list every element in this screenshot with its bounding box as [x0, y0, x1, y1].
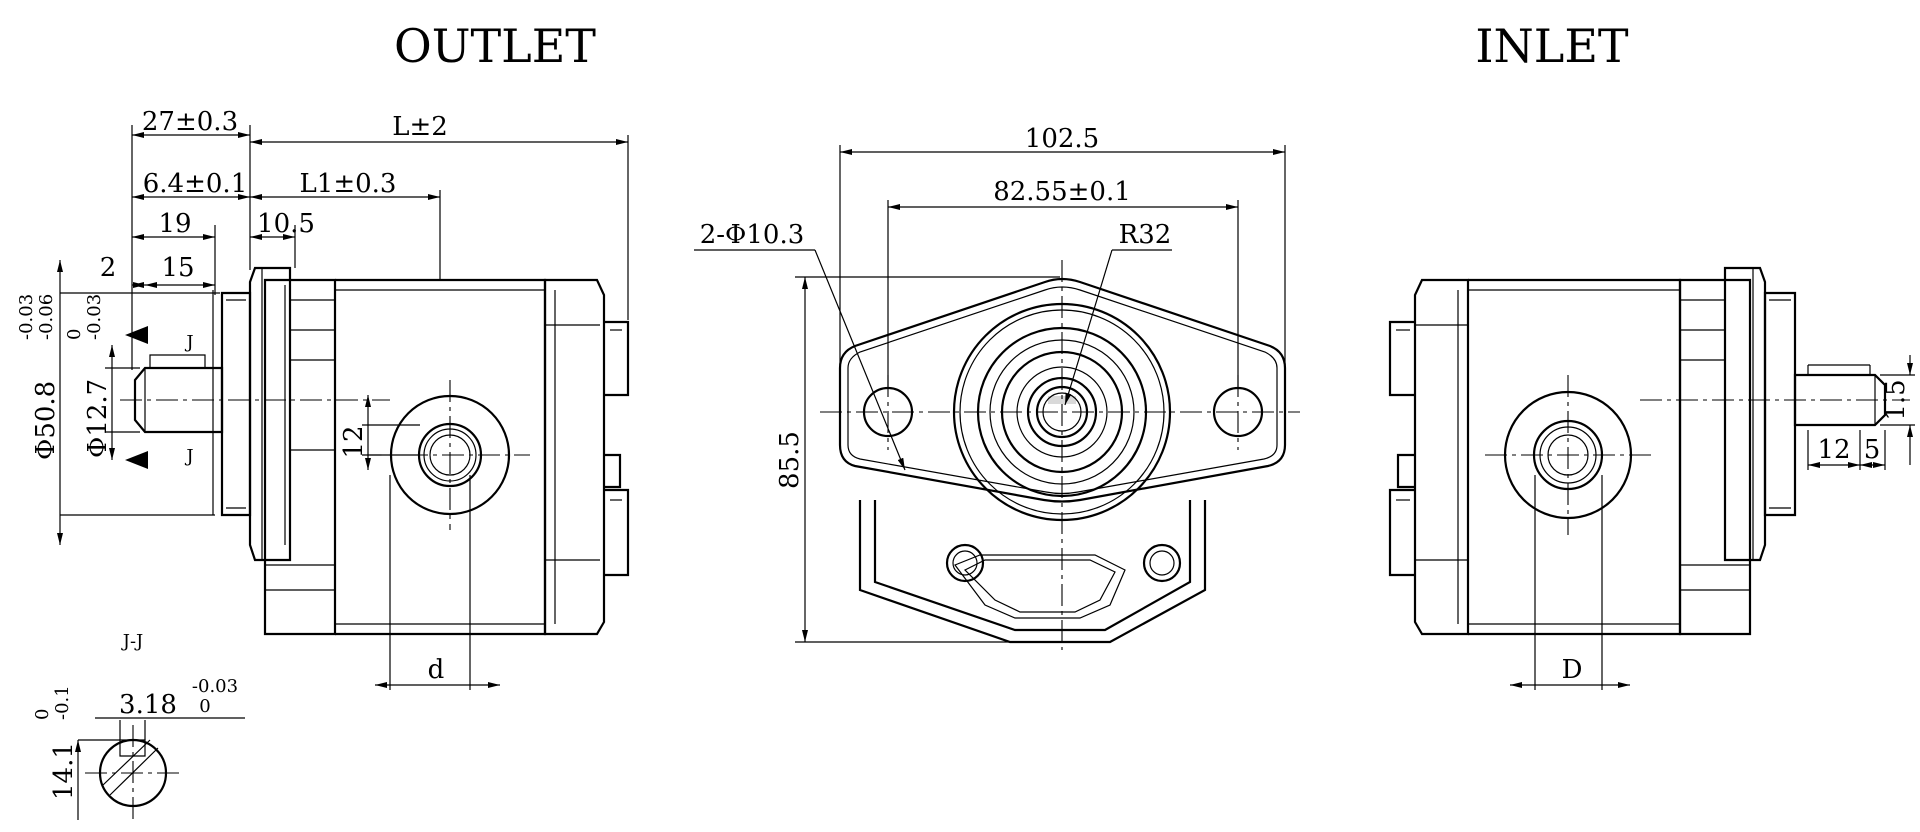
- outlet-dimensions: 27±0.3 L±2 6.4±0.1 L1±0.3 19 10.5 2 15 Φ…: [16, 107, 629, 690]
- dim-l1: L1±0.3: [300, 169, 397, 199]
- inlet-dimensions: 1.5 12 5 D: [1510, 355, 1915, 690]
- front-view: [820, 260, 1300, 650]
- dim-27: 27±0.3: [142, 107, 238, 137]
- dim-10-5: 10.5: [257, 209, 315, 239]
- dim-2: 2: [100, 253, 117, 283]
- inlet-view: [1388, 266, 1910, 636]
- height-tol-upper: 0: [32, 709, 53, 720]
- dim-d: d: [428, 655, 445, 685]
- dim-1-5: 1.5: [1881, 379, 1911, 420]
- key-width: 3.18: [119, 690, 177, 720]
- key-tol-lower: 0: [199, 696, 210, 717]
- dim-85-5: 85.5: [775, 431, 805, 489]
- holes-label: 2-Φ10.3: [700, 220, 805, 250]
- tol-50-8-lower: -0.06: [36, 294, 57, 340]
- dim-82-55: 82.55±0.1: [993, 177, 1131, 207]
- dim-12-inlet: 12: [1817, 435, 1850, 465]
- dim-6-4: 6.4±0.1: [143, 169, 247, 199]
- outlet-title: OUTLET: [394, 19, 596, 73]
- dim-12-port: 12: [339, 425, 369, 458]
- inlet-title: INLET: [1475, 19, 1629, 73]
- section-mark-bottom: J: [184, 446, 193, 467]
- section-mark-top: J: [184, 332, 193, 353]
- dim-5-inlet: 5: [1864, 435, 1881, 465]
- tol-50-8-upper: -0.03: [16, 294, 37, 340]
- section-view-j-j: J-J 3.18 -0.03 0 14.1 0 -0.1: [32, 631, 245, 820]
- dim-15: 15: [161, 253, 194, 283]
- key-tol-upper: -0.03: [192, 676, 238, 697]
- height-tol-lower: -0.1: [52, 685, 73, 720]
- tol-12-7-upper: 0: [64, 329, 85, 340]
- dim-102-5: 102.5: [1025, 124, 1099, 154]
- section-label: J-J: [121, 631, 144, 652]
- dim-d-inlet: D: [1562, 655, 1583, 685]
- tol-12-7-lower: -0.03: [84, 294, 105, 340]
- height-14-1: 14.1: [49, 742, 79, 800]
- dim-l: L±2: [392, 112, 448, 142]
- outlet-view: [120, 266, 630, 636]
- front-dimensions: 102.5 82.55±0.1 2-Φ10.3 R32 85.5: [694, 124, 1286, 643]
- dia-12-7: Φ12.7: [83, 379, 113, 458]
- radius-label: R32: [1119, 220, 1172, 250]
- dim-19: 19: [158, 209, 191, 239]
- dia-50-8: Φ50.8: [31, 381, 61, 460]
